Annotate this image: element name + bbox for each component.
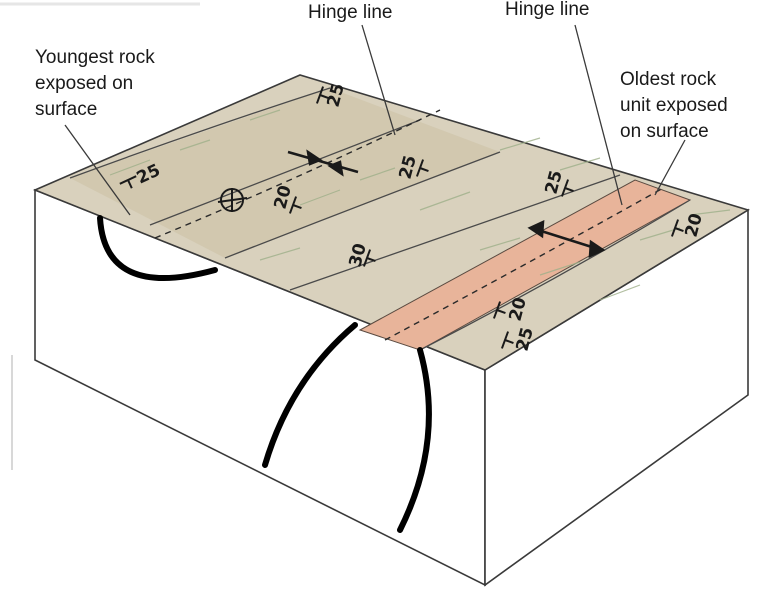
youngest-rock-label-line-1: Youngest rock	[35, 47, 155, 68]
strike-dip-symbol-h	[670, 219, 684, 237]
strike-dip-symbol-a	[119, 175, 137, 189]
contact-line-1	[69, 87, 331, 179]
youngest-rock-label-line-2: exposed on	[35, 73, 133, 94]
syncline-arrow-head-left	[306, 149, 323, 166]
oldest-rock-label-line-2: unit exposed	[620, 95, 728, 116]
leader-oldest	[654, 139, 686, 196]
leader-hinge-right	[574, 24, 623, 206]
syncline-arrow-head-right	[327, 160, 344, 177]
strike-dip-symbol-f	[415, 159, 429, 177]
anticline-arrow-head-right	[588, 239, 606, 259]
leader-youngest	[64, 124, 131, 216]
hinge-line-label-left: Hinge line	[308, 2, 393, 23]
anticline-axis-arrows	[527, 219, 606, 259]
leader-lines	[64, 24, 686, 216]
contact-line-5	[419, 199, 691, 351]
leader-hinge-left	[361, 24, 396, 136]
strike-dip-symbol-c	[315, 86, 329, 104]
anticline-arrow-head-left	[527, 219, 545, 239]
strike-dip-symbol-g	[560, 179, 574, 197]
fold-curve-syncline	[97, 215, 218, 281]
strike-dip-symbol-i	[500, 331, 514, 349]
contact-lines	[69, 87, 691, 351]
surface-texture	[109, 109, 731, 301]
oldest-rock-label-line-3: on surface	[620, 121, 709, 142]
oldest-rock-label-line-1: Oldest rock	[620, 69, 717, 90]
syncline-hinge-line	[154, 109, 441, 239]
strike-dip-symbol-d	[492, 301, 506, 319]
strike-dip-symbols	[119, 86, 684, 349]
anticline-hinge-line	[384, 186, 666, 341]
contact-line-3	[149, 119, 421, 226]
hinge-line-label-right: Hinge line	[505, 0, 590, 20]
hand-drawn-fold-curves	[97, 215, 432, 533]
youngest-rock-label-line-3: surface	[35, 99, 97, 120]
syncline-axis-arrows	[287, 149, 359, 177]
dip-labels: 25 20 25 20 30 25 25 20 25	[134, 81, 707, 353]
strike-dip-symbol-b	[288, 196, 302, 214]
contact-line-2	[224, 151, 501, 259]
contact-line-4	[289, 174, 621, 291]
fold-curve-left-limb	[262, 322, 358, 468]
hinge-lines	[154, 109, 666, 341]
fold-curve-right-limb	[397, 347, 432, 533]
horizontal-bedding-symbol	[217, 188, 248, 212]
strike-dip-symbol-e	[362, 249, 376, 267]
